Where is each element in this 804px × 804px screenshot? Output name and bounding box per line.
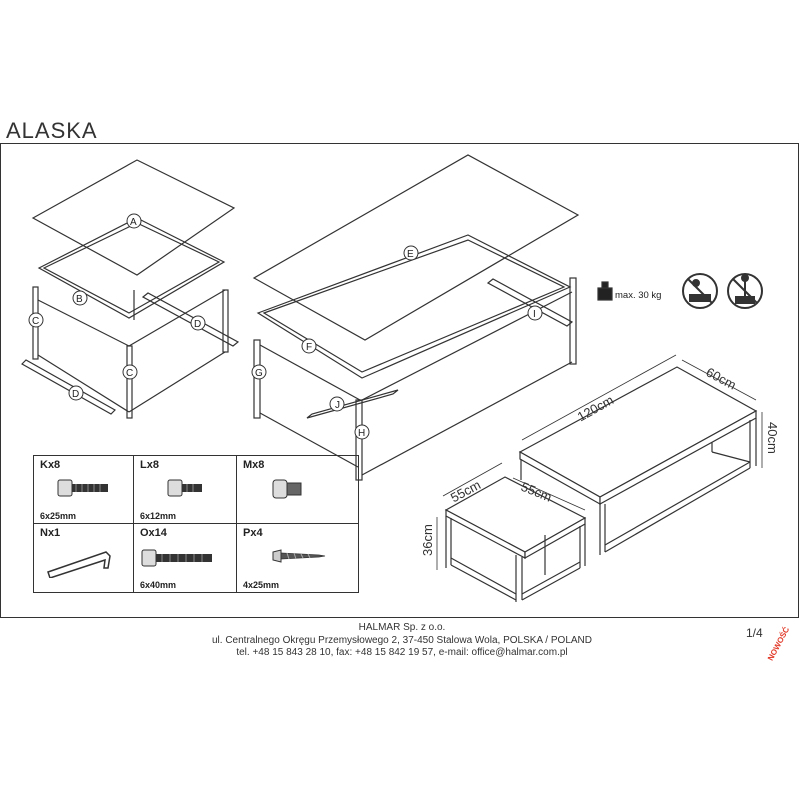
part-d-rail-back bbox=[141, 292, 240, 347]
label-a: A bbox=[130, 217, 137, 228]
short-bolt-icon bbox=[167, 479, 202, 497]
wood-screw-icon bbox=[272, 549, 326, 563]
label-i: I bbox=[533, 309, 536, 320]
cap-nut-icon bbox=[272, 479, 302, 499]
dim-small-height: 36cm bbox=[420, 524, 435, 556]
page-number: 1/4 bbox=[746, 626, 763, 640]
label-c-left: C bbox=[32, 316, 39, 327]
hardware-code: Lx8 bbox=[140, 459, 159, 471]
label-d-front: D bbox=[72, 389, 79, 400]
max-load-text: max. 30 kg bbox=[615, 290, 661, 301]
weight-icon bbox=[597, 281, 613, 301]
part-j-rail bbox=[306, 389, 399, 419]
label-j: J bbox=[335, 400, 340, 411]
part-h-leg bbox=[355, 399, 363, 481]
part-d-rail-front bbox=[21, 359, 116, 415]
hardware-size: 4x25mm bbox=[243, 580, 280, 590]
dim-large-height: 40cm bbox=[765, 422, 780, 454]
hardware-cell-p: Px4 4x25mm bbox=[237, 524, 358, 592]
allen-bolt-icon bbox=[57, 479, 108, 497]
hardware-code: Px4 bbox=[243, 527, 263, 539]
hardware-code: Mx8 bbox=[243, 459, 265, 471]
part-labels bbox=[28, 213, 543, 440]
hardware-size: 6x12mm bbox=[140, 511, 177, 521]
hardware-size: 6x25mm bbox=[40, 511, 77, 521]
document-title: ALASKA bbox=[6, 118, 98, 143]
hardware-code: Kx8 bbox=[40, 459, 61, 471]
hardware-cell-l: Lx8 6x12mm bbox=[134, 456, 237, 524]
no-sitting-icon bbox=[682, 273, 718, 309]
footer-contact: tel. +48 15 843 28 10, fax: +48 15 842 1… bbox=[236, 647, 568, 658]
label-d-back: D bbox=[194, 319, 201, 330]
hardware-table: Kx8 6x25mm Lx8 6x12mm Mx8 Nx1 bbox=[33, 455, 359, 593]
assembled-small-table bbox=[444, 476, 587, 602]
footer-company: HALMAR Sp. z o.o. bbox=[358, 622, 446, 633]
label-c-front: C bbox=[126, 368, 133, 379]
allen-key-icon bbox=[47, 551, 111, 578]
label-h: H bbox=[358, 428, 365, 439]
hardware-code: Nx1 bbox=[40, 527, 61, 539]
instruction-frame bbox=[0, 143, 799, 618]
label-g: G bbox=[255, 368, 263, 379]
long-bolt-icon bbox=[141, 549, 212, 567]
no-standing-icon bbox=[727, 273, 763, 309]
hardware-size: 6x40mm bbox=[140, 580, 177, 590]
part-b-frame bbox=[37, 217, 226, 319]
assembled-large-table bbox=[518, 366, 758, 555]
hardware-cell-m: Mx8 bbox=[237, 456, 358, 524]
hardware-code: Ox14 bbox=[140, 527, 167, 539]
hardware-cell-n: Nx1 bbox=[34, 524, 134, 592]
part-i-rail bbox=[486, 278, 574, 327]
footer-address: ul. Centralnego Okręgu Przemysłowego 2, … bbox=[211, 634, 592, 646]
footer: HALMAR Sp. z o.o. ul. Centralnego Okręgu… bbox=[0, 622, 804, 660]
label-e: E bbox=[407, 249, 414, 260]
part-c-leg-front bbox=[126, 345, 133, 419]
hardware-cell-o: Ox14 6x40mm bbox=[134, 524, 237, 592]
hardware-cell-k: Kx8 6x25mm bbox=[34, 456, 134, 524]
label-f: F bbox=[306, 342, 312, 353]
label-b: B bbox=[76, 294, 83, 305]
